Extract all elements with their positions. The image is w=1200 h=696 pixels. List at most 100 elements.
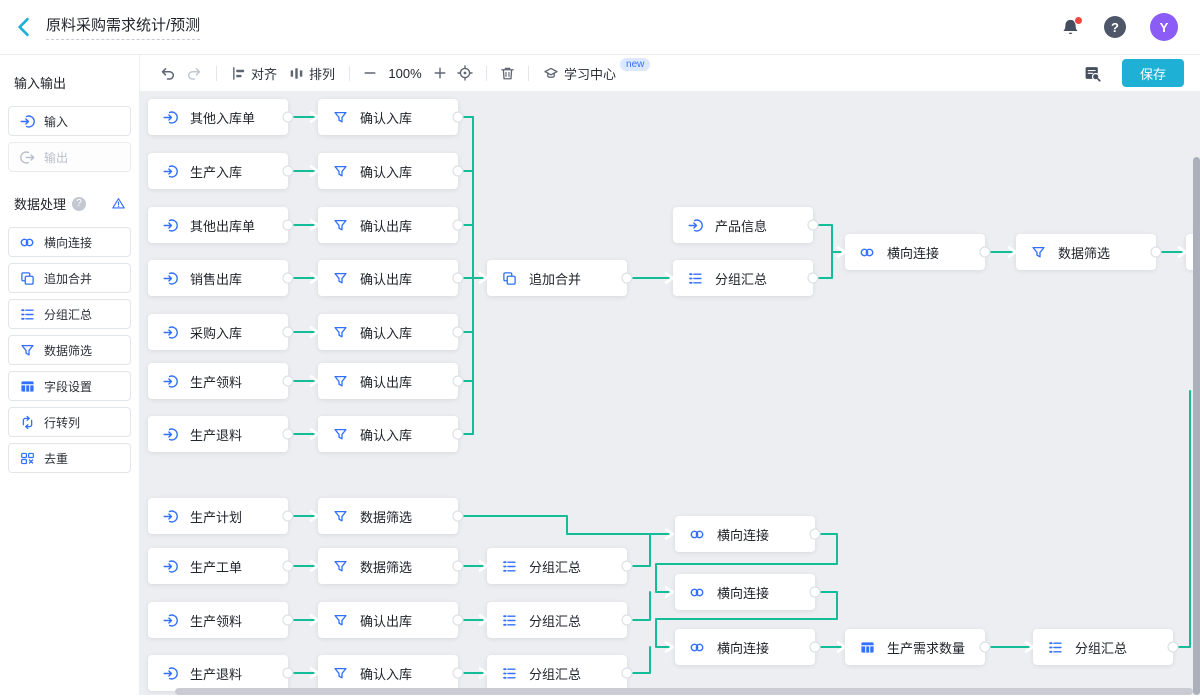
node-input-purchase-inbound[interactable]: 采购入库	[148, 314, 288, 350]
node-filter-confirm-outbound-1[interactable]: 确认出库	[318, 207, 458, 243]
sidebar-item-pivot[interactable]: 行转列	[8, 407, 131, 437]
input-icon	[162, 613, 178, 628]
node-label: 横向连接	[887, 245, 940, 261]
horizontal-scrollbar[interactable]	[175, 688, 1193, 695]
node-group-return[interactable]: 分组汇总	[487, 655, 627, 691]
node-input-production-workorder[interactable]: 生产工单	[148, 548, 288, 584]
node-label: 分组汇总	[529, 559, 582, 575]
filter-icon	[19, 343, 35, 358]
node-input-sales-outbound[interactable]: 销售出库	[148, 260, 288, 296]
node-label: 确认出库	[360, 218, 413, 234]
node-filter-workorder[interactable]: 数据筛选	[318, 548, 458, 584]
node-input-production-picking[interactable]: 生产领料	[148, 363, 288, 399]
avatar[interactable]: Y	[1150, 13, 1178, 41]
node-group-summary-upper[interactable]: 分组汇总	[673, 260, 813, 296]
node-join-3[interactable]: 横向连接	[675, 629, 815, 665]
filter-icon	[1030, 245, 1046, 260]
node-filter-confirm-outbound-4[interactable]: 确认出库	[318, 602, 458, 638]
vertical-scrollbar[interactable]	[1193, 157, 1200, 695]
node-filter-confirm-inbound-1[interactable]: 确认入库	[318, 99, 458, 135]
sidebar-item-output[interactable]: 输出	[8, 142, 131, 172]
dedupe-icon	[19, 451, 35, 466]
node-fields-production-demand[interactable]: 生产需求数量	[845, 629, 985, 665]
node-filter-plan[interactable]: 数据筛选	[318, 498, 458, 534]
node-append-merge[interactable]: 追加合并	[487, 260, 627, 296]
pivot-icon	[19, 415, 35, 430]
node-filter-confirm-inbound-4[interactable]: 确认入库	[318, 416, 458, 452]
zoom-level[interactable]: 100%	[388, 65, 422, 81]
join-icon	[689, 640, 705, 655]
node-filter-confirm-outbound-3[interactable]: 确认出库	[318, 363, 458, 399]
node-input-production-return[interactable]: 生产退料	[148, 416, 288, 452]
arrange-button[interactable]: 排列	[283, 64, 341, 83]
zoom-out-button[interactable]	[358, 66, 382, 80]
save-button[interactable]: 保存	[1122, 59, 1184, 87]
node-join-2[interactable]: 横向连接	[675, 574, 815, 610]
undo-button[interactable]	[154, 65, 181, 81]
notification-dot	[1074, 15, 1083, 25]
node-label: 确认出库	[360, 374, 413, 390]
append-icon	[501, 271, 517, 286]
filter-icon	[332, 509, 348, 524]
node-label: 分组汇总	[1075, 640, 1128, 656]
align-button[interactable]: 对齐	[225, 64, 283, 83]
node-label: 追加合并	[529, 271, 582, 287]
delete-button[interactable]	[495, 66, 520, 81]
node-input-other-inbound[interactable]: 其他入库单	[148, 99, 288, 135]
node-label: 数据筛选	[1058, 245, 1111, 261]
node-group-final[interactable]: 分组汇总	[1033, 629, 1173, 665]
help-button[interactable]: ?	[1104, 16, 1126, 38]
warning-triangle-icon[interactable]	[112, 197, 125, 210]
sidebar-item-data-filter[interactable]: 数据筛选	[8, 335, 131, 365]
node-filter-upper[interactable]: 数据筛选	[1016, 234, 1156, 270]
node-input-other-outbound[interactable]: 其他出库单	[148, 207, 288, 243]
node-label: 其他出库单	[190, 218, 256, 234]
sidebar-item-field-settings[interactable]: 字段设置	[8, 371, 131, 401]
input-icon	[162, 325, 178, 340]
input-icon	[162, 427, 178, 442]
node-input-production-inbound[interactable]: 生产入库	[148, 153, 288, 189]
notifications-button[interactable]	[1061, 15, 1083, 37]
filter-icon	[332, 218, 348, 233]
filter-icon	[332, 110, 348, 125]
node-input-production-return-2[interactable]: 生产退料	[148, 655, 288, 691]
zoom-in-button[interactable]	[428, 66, 452, 80]
node-filter-confirm-inbound-3[interactable]: 确认入库	[318, 314, 458, 350]
learning-center-button[interactable]: 学习中心 new	[537, 57, 657, 83]
flow-canvas[interactable]: 其他入库单确认入库生产入库确认入库其他出库单确认出库销售出库确认出库采购入库确认…	[140, 91, 1200, 695]
redo-button[interactable]	[181, 65, 208, 81]
input-icon	[162, 374, 178, 389]
node-input-production-picking-2[interactable]: 生产领料	[148, 602, 288, 638]
input-icon	[687, 218, 703, 233]
node-input-product-info[interactable]: 产品信息	[673, 207, 813, 243]
back-button[interactable]	[14, 17, 32, 37]
filter-icon	[332, 374, 348, 389]
node-group-picking[interactable]: 分组汇总	[487, 602, 627, 638]
locate-button[interactable]	[452, 65, 478, 81]
sidebar-item-group-summary[interactable]: 分组汇总	[8, 299, 131, 329]
toolbar: 对齐 排列 100%	[140, 55, 1200, 91]
page-title[interactable]: 原料采购需求统计/预测	[46, 14, 201, 40]
node-label: 采购入库	[190, 325, 243, 341]
node-join-upper[interactable]: 横向连接	[845, 234, 985, 270]
align-icon	[233, 66, 245, 80]
sidebar-item-label: 横向连接	[44, 235, 93, 250]
append-icon	[19, 271, 35, 286]
toolbar-divider	[349, 65, 351, 81]
sidebar-item-horizontal-join[interactable]: 横向连接	[8, 227, 131, 257]
sidebar-item-input[interactable]: 输入	[8, 106, 131, 136]
node-group-workorder[interactable]: 分组汇总	[487, 548, 627, 584]
data-preview-button[interactable]	[1079, 65, 1106, 82]
node-join-1[interactable]: 横向连接	[675, 516, 815, 552]
input-icon	[162, 666, 178, 681]
sidebar-item-append-merge[interactable]: 追加合并	[8, 263, 131, 293]
node-input-production-plan[interactable]: 生产计划	[148, 498, 288, 534]
sidebar-item-label: 输入	[44, 114, 69, 129]
node-filter-confirm-inbound-2[interactable]: 确认入库	[318, 153, 458, 189]
node-filter-confirm-outbound-2[interactable]: 确认出库	[318, 260, 458, 296]
sidebar-item-dedupe[interactable]: 去重	[8, 443, 131, 473]
arrange-label: 排列	[309, 66, 336, 82]
question-icon[interactable]: ?	[72, 196, 87, 211]
node-filter-confirm-inbound-5[interactable]: 确认入库	[318, 655, 458, 691]
